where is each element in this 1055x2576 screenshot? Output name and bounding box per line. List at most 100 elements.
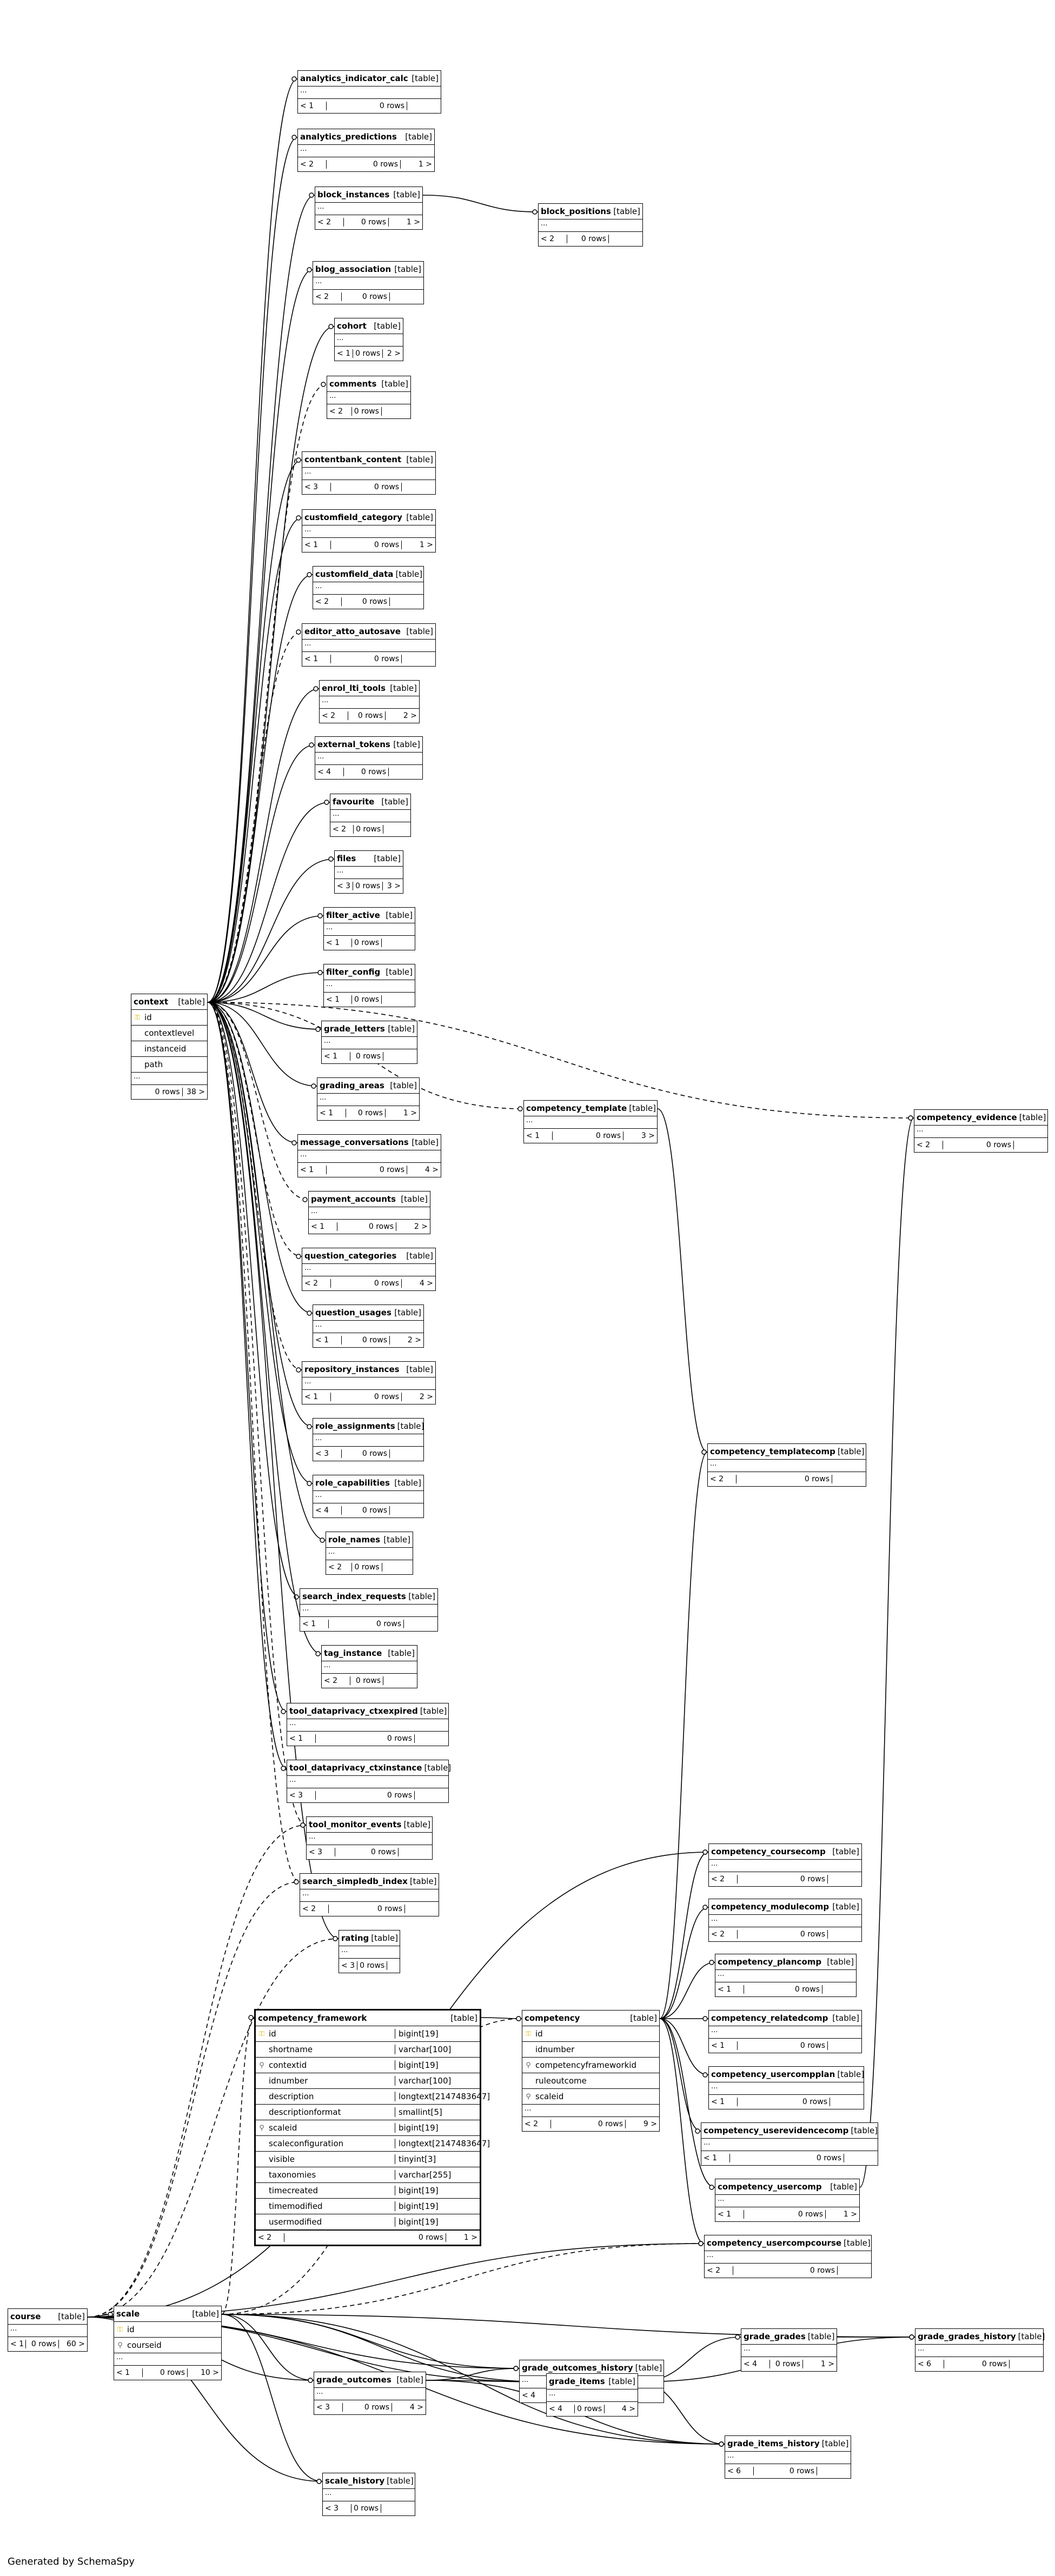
- children-count[interactable]: 60 >: [67, 2340, 85, 2348]
- parents-count[interactable]: < 3: [287, 1791, 316, 1800]
- children-count[interactable]: 2 >: [387, 349, 401, 358]
- parents-count[interactable]: < 2: [709, 1930, 738, 1939]
- parents-count[interactable]: < 4: [520, 2391, 548, 2400]
- children-count[interactable]: 4 >: [621, 2405, 635, 2413]
- children-count[interactable]: 4 >: [419, 1279, 433, 1288]
- column-row[interactable]: instanceid: [131, 1041, 207, 1057]
- column-row[interactable]: ⚿id: [114, 2322, 221, 2338]
- parents-count[interactable]: < 1: [8, 2340, 26, 2348]
- parents-count[interactable]: < 1: [322, 1052, 350, 1061]
- parents-count[interactable]: < 2: [522, 2120, 551, 2128]
- parents-count[interactable]: < 1: [715, 1985, 744, 1994]
- parents-count[interactable]: < 1: [114, 2368, 143, 2377]
- parents-count[interactable]: < 1: [287, 1734, 316, 1743]
- table-competency[interactable]: competency[table] ⚿id idnumber ⚲competen…: [522, 2010, 660, 2132]
- parents-count[interactable]: < 2: [300, 1905, 329, 1913]
- parents-count[interactable]: < 2: [539, 235, 567, 243]
- children-count[interactable]: 2 >: [403, 711, 417, 720]
- parents-count[interactable]: < 3: [302, 483, 331, 491]
- parents-count[interactable]: < 3: [313, 1449, 342, 1458]
- column-row[interactable]: ⚲courseid: [114, 2338, 221, 2353]
- parents-count[interactable]: < 4: [741, 2360, 770, 2368]
- parents-count[interactable]: < 2: [320, 711, 348, 720]
- parents-count[interactable]: < 2: [330, 825, 354, 834]
- children-count[interactable]: 1 >: [463, 2233, 477, 2242]
- children-count[interactable]: 4 >: [424, 1166, 439, 1174]
- children-count[interactable]: 38 >: [187, 1088, 205, 1096]
- parents-count[interactable]: < 1: [335, 349, 354, 358]
- children-count[interactable]: 1 >: [406, 218, 420, 227]
- parents-count[interactable]: < 6: [915, 2360, 944, 2368]
- parents-count[interactable]: < 2: [709, 1875, 738, 1883]
- parents-count[interactable]: < 1: [324, 938, 353, 947]
- parents-count[interactable]: < 1: [302, 655, 331, 663]
- table-context[interactable]: context[table] ⚿id contextlevel instance…: [131, 994, 208, 1100]
- parents-count[interactable]: < 1: [524, 1131, 553, 1140]
- column-row[interactable]: contextlevel: [131, 1026, 207, 1041]
- table-tool-dataprivacy-ctxinstance[interactable]: tool_dataprivacy_ctxinstance[table]...< …: [287, 1760, 451, 1803]
- parents-count[interactable]: < 1: [298, 1166, 327, 1174]
- children-count[interactable]: 4 >: [409, 2403, 423, 2412]
- parents-count[interactable]: < 1: [300, 1620, 329, 1628]
- parents-count[interactable]: < 1: [317, 1109, 346, 1117]
- parents-count[interactable]: < 2: [313, 597, 342, 606]
- parents-count[interactable]: < 3: [339, 1961, 358, 1970]
- table-tool-dataprivacy-ctxexpired[interactable]: tool_dataprivacy_ctxexpired[table]...< 1…: [287, 1703, 449, 1746]
- children-count[interactable]: 10 >: [201, 2368, 219, 2377]
- parents-count[interactable]: < 4: [313, 1506, 342, 1515]
- children-count[interactable]: 1 >: [403, 1109, 417, 1117]
- children-count[interactable]: 1 >: [820, 2360, 834, 2368]
- children-count[interactable]: 1 >: [418, 160, 432, 169]
- children-count[interactable]: 3 >: [387, 882, 401, 890]
- parents-count[interactable]: < 1: [709, 2041, 738, 2050]
- parents-count[interactable]: < 2: [705, 2266, 733, 2275]
- parents-count[interactable]: < 3: [307, 1848, 335, 1856]
- children-count[interactable]: 2 >: [419, 1393, 433, 1401]
- parents-count[interactable]: < 2: [256, 2233, 284, 2242]
- parents-count[interactable]: < 1: [324, 995, 353, 1004]
- parents-count[interactable]: < 2: [708, 1475, 736, 1483]
- parents-count[interactable]: < 1: [302, 541, 331, 549]
- column-row[interactable]: ruleoutcome: [522, 2073, 659, 2089]
- parents-count[interactable]: < 4: [315, 768, 344, 776]
- column-row[interactable]: path: [131, 1057, 207, 1073]
- parents-count[interactable]: < 2: [914, 1141, 943, 1149]
